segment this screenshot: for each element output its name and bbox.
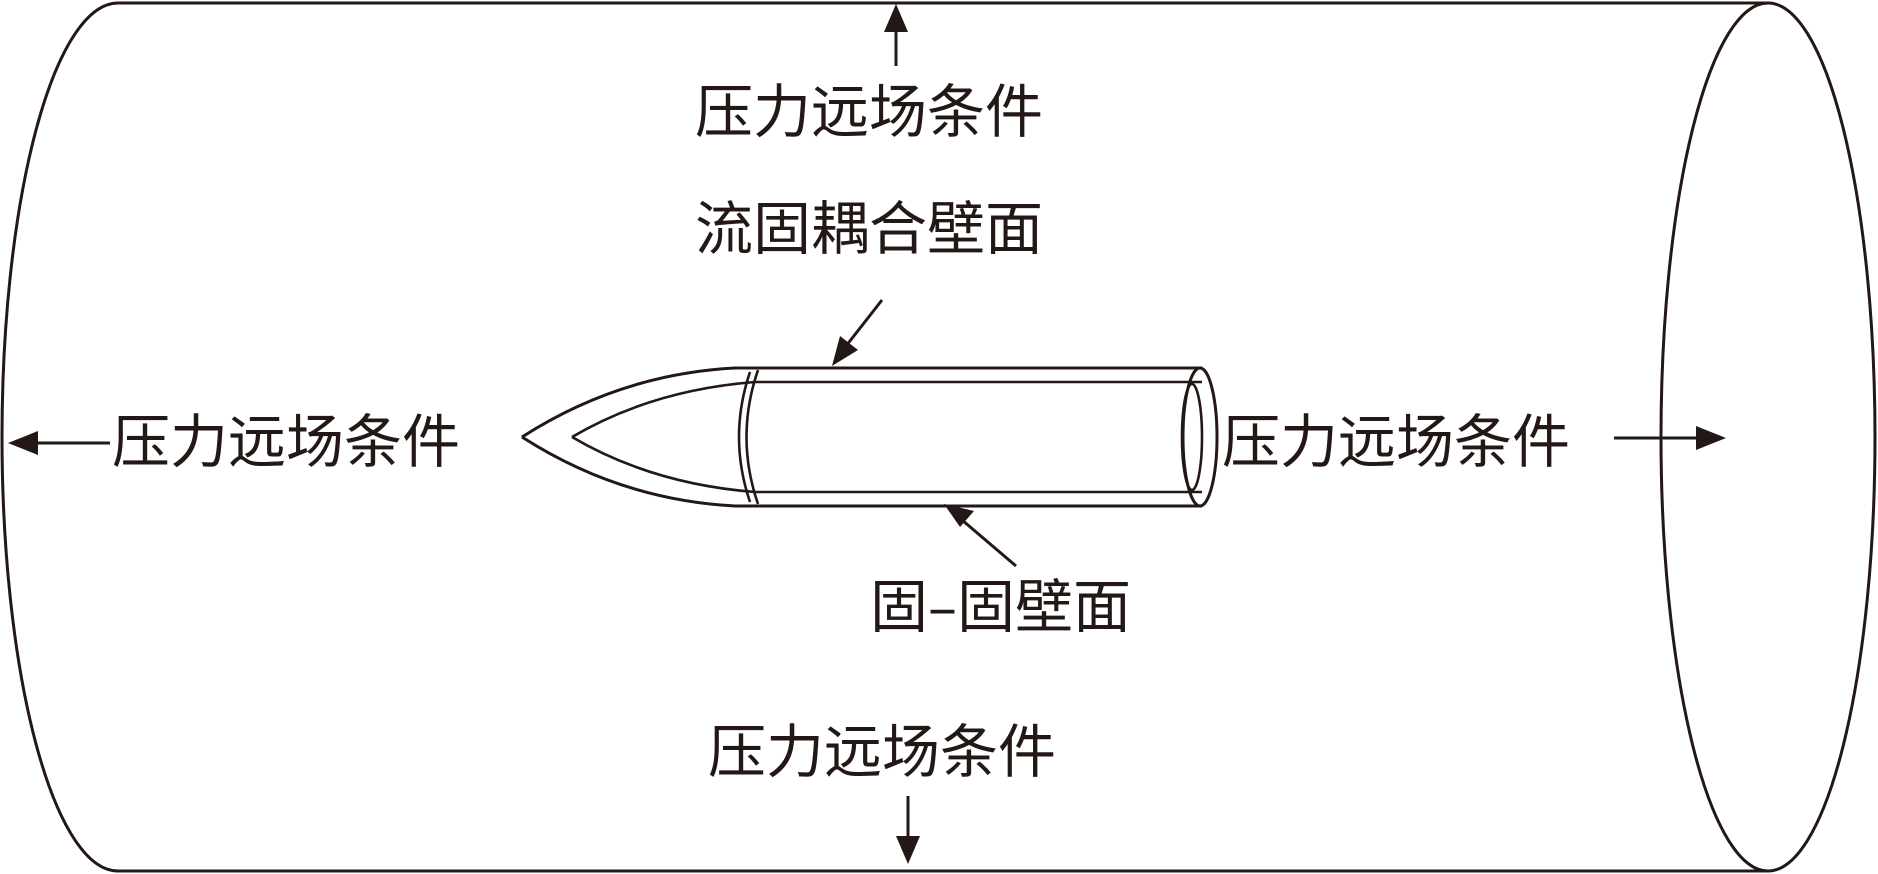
projectile-nose-inner-top [571, 380, 1202, 439]
cylinder-left-end [0, 1, 119, 873]
solid-wall-label: 固–固壁面 [870, 573, 1131, 641]
projectile-nose-outer-bottom [521, 435, 1202, 508]
projectile-rear-inner [1180, 382, 1204, 492]
bottom-boundary-label: 压力远场条件 [708, 718, 1056, 786]
bottom-boundary-arrow [896, 796, 920, 864]
left-boundary-label: 压力远场条件 [112, 408, 460, 476]
fsi-wall-label: 流固耦合壁面 [695, 195, 1043, 263]
right-boundary-label: 压力远场条件 [1222, 408, 1570, 476]
projectile-body [521, 366, 1219, 508]
fsi-wall-leader [832, 299, 884, 366]
projectile-joint-ring-2 [737, 371, 752, 503]
top-boundary-arrow [884, 4, 908, 66]
solid-wall-leader [944, 504, 1017, 568]
projectile-nose-inner-bottom [571, 435, 1202, 494]
projectile-nose-outer-top [521, 366, 1202, 439]
top-boundary-label: 压力远场条件 [695, 78, 1043, 146]
left-boundary-arrow [8, 431, 110, 455]
projectile-joint-ring-1 [745, 369, 760, 505]
right-boundary-arrow [1614, 426, 1726, 450]
